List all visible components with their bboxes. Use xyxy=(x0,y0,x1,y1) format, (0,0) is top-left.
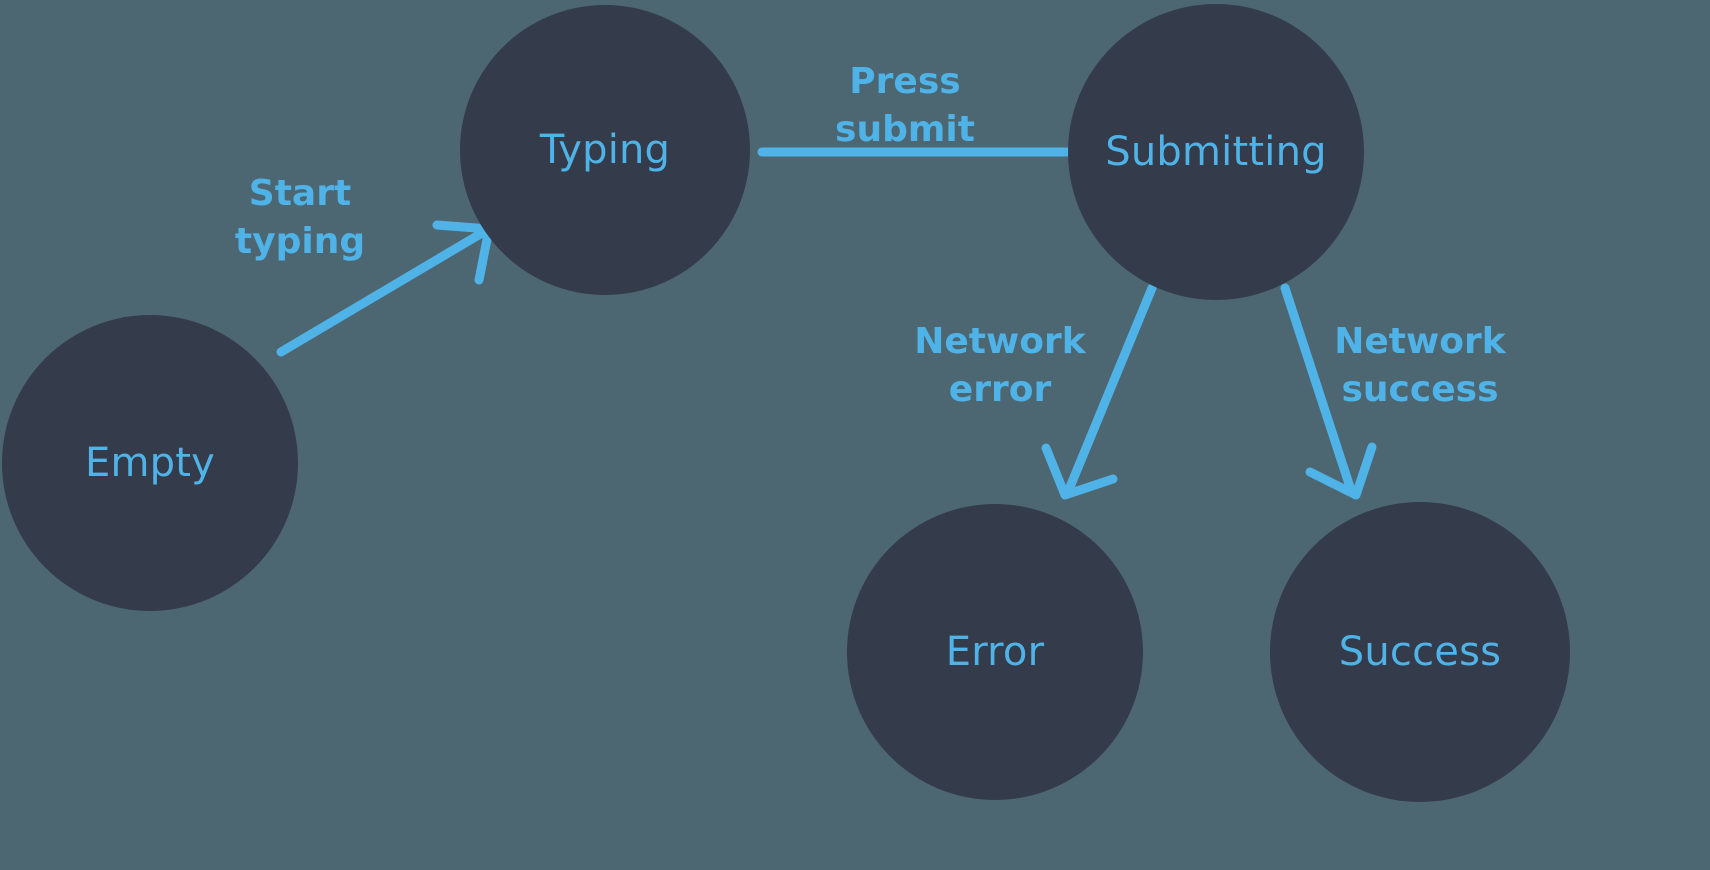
state-node-empty-label: Empty xyxy=(85,440,215,486)
edge-label-press-submit: Press submit xyxy=(835,61,975,150)
arrowhead-icon xyxy=(1041,443,1118,500)
state-node-empty[interactable]: Empty xyxy=(2,315,298,611)
state-node-error-label: Error xyxy=(945,629,1045,675)
arrowhead-icon xyxy=(1305,442,1377,500)
state-node-typing-label: Typing xyxy=(539,127,671,173)
edge-label-start-typing: Start typing xyxy=(234,173,366,262)
edge-label-network-success: Network success xyxy=(1334,321,1506,410)
state-node-error[interactable]: Error xyxy=(847,504,1143,800)
arrowhead-icon xyxy=(432,220,494,285)
state-node-submitting[interactable]: Submitting xyxy=(1068,4,1364,300)
state-node-typing[interactable]: Typing xyxy=(460,5,750,295)
edge-label-network-error: Network error xyxy=(914,321,1086,410)
state-node-success[interactable]: Success xyxy=(1270,502,1570,802)
state-node-submitting-label: Submitting xyxy=(1105,129,1327,175)
state-node-success-label: Success xyxy=(1338,629,1502,675)
